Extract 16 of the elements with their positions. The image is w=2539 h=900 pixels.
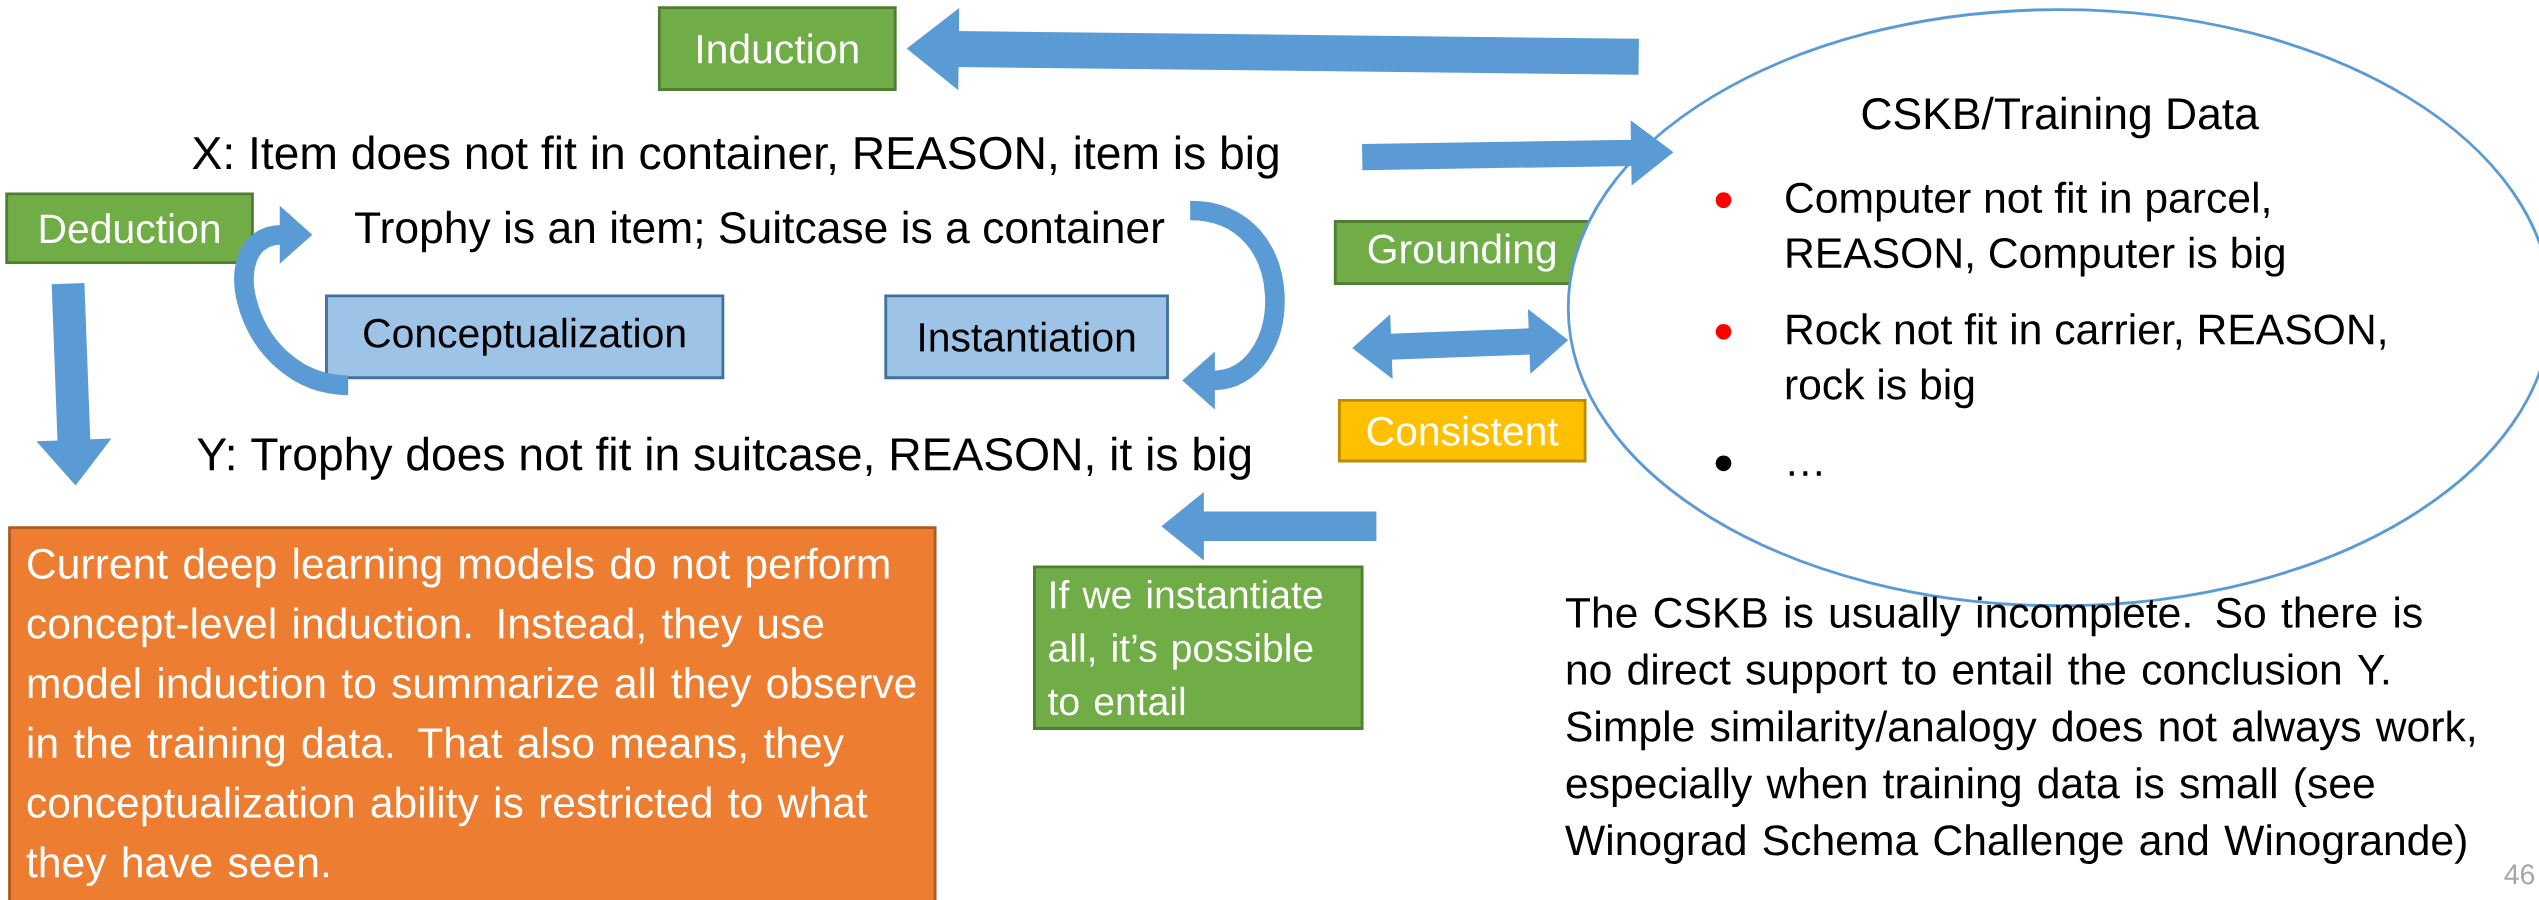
label-box: Deduction [5,192,254,264]
page-number: 46 [2504,864,2535,885]
label-box: Conceptualization [325,294,725,380]
statement-text: Trophy is an item; Suitcase is a container [355,210,1165,253]
label-box: Instantiation [884,294,1169,380]
node-label: CSKB/Training Data [1862,96,2259,139]
node-label: Computer not fit in parcel, REASON, Computer is big [1786,181,2284,277]
node-label: Rock not fit in carrier, REASON, rock is big [1786,313,2385,409]
statement-text: X: Item does not fit in container, REASON, item is big [192,135,1278,179]
label-box: Induction [657,6,897,91]
label-box: Grounding [1333,219,1591,285]
statement-text: Y: Trophy does not fit in suitcase, REASON, it is big [197,436,1251,480]
label-box: Consistent [1337,398,1587,463]
note-box: If we instantiate all, it’s possible to entail [1033,565,1364,730]
note-box: Current deep learning models do not perform concept-level induction. Instead, they use model induction to summarize all they observe in the training data. That also means, they conceptualization ability is restricted to what they have seen. [8,526,937,900]
node-label: … [1789,471,1821,476]
